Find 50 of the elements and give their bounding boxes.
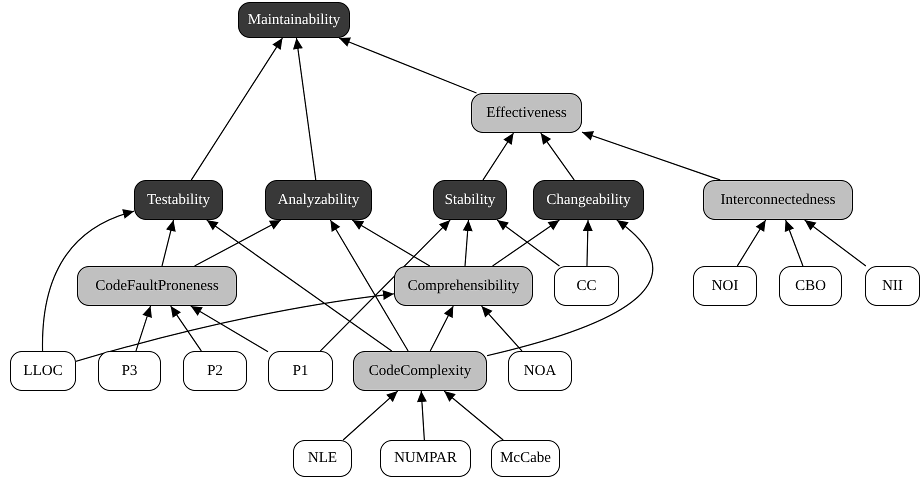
node-box: Analyzability	[265, 180, 372, 220]
arrow	[784, 220, 804, 266]
node-box: CodeFaultProneness	[77, 266, 237, 306]
node-box: Stability	[433, 180, 507, 220]
node-box: P2	[183, 351, 247, 391]
arrow	[338, 37, 477, 94]
arrow	[582, 220, 593, 266]
node-box: McCabe	[491, 440, 560, 477]
node-box: NOA	[508, 351, 572, 391]
node-box: Interconnectedness	[703, 180, 853, 220]
arrow	[481, 306, 522, 352]
arrow	[444, 390, 504, 440]
node-box: CodeComplexity	[353, 351, 487, 391]
arrow	[292, 38, 316, 180]
arrow	[462, 220, 473, 266]
arrow	[416, 390, 427, 440]
node-box: Maintainability	[238, 2, 350, 38]
arrow	[190, 38, 283, 180]
node-box: CC	[554, 266, 619, 306]
arrow	[352, 219, 430, 267]
arrow	[342, 390, 398, 440]
arrow	[170, 306, 202, 352]
arrow	[206, 220, 392, 352]
node-box: NLE	[293, 440, 352, 477]
node-box: LLOC	[10, 351, 76, 391]
arrow	[330, 220, 409, 352]
node-box: CBO	[779, 266, 842, 306]
node-box: NUMPAR	[380, 440, 471, 477]
arrow	[135, 306, 152, 352]
node-box: Testability	[134, 180, 223, 220]
arrow	[482, 132, 514, 180]
arrow	[736, 220, 766, 266]
arrow	[194, 219, 282, 267]
arrow	[804, 220, 866, 266]
node-box: Comprehensibility	[394, 266, 533, 306]
arrow	[540, 132, 575, 180]
node-box: NII	[865, 266, 920, 306]
arrow	[190, 305, 268, 352]
arrow	[320, 220, 451, 352]
node-box: Changeability	[533, 180, 644, 220]
node-box: P3	[98, 351, 161, 391]
arrow	[161, 220, 176, 266]
arrow	[42, 210, 134, 351]
node-box: NOI	[693, 266, 757, 306]
arrow	[486, 220, 654, 356]
node-box: P1	[268, 351, 333, 391]
arrow	[582, 131, 720, 181]
node-box: Effectiveness	[471, 93, 582, 133]
arrow	[430, 306, 454, 352]
arrow	[76, 290, 394, 362]
